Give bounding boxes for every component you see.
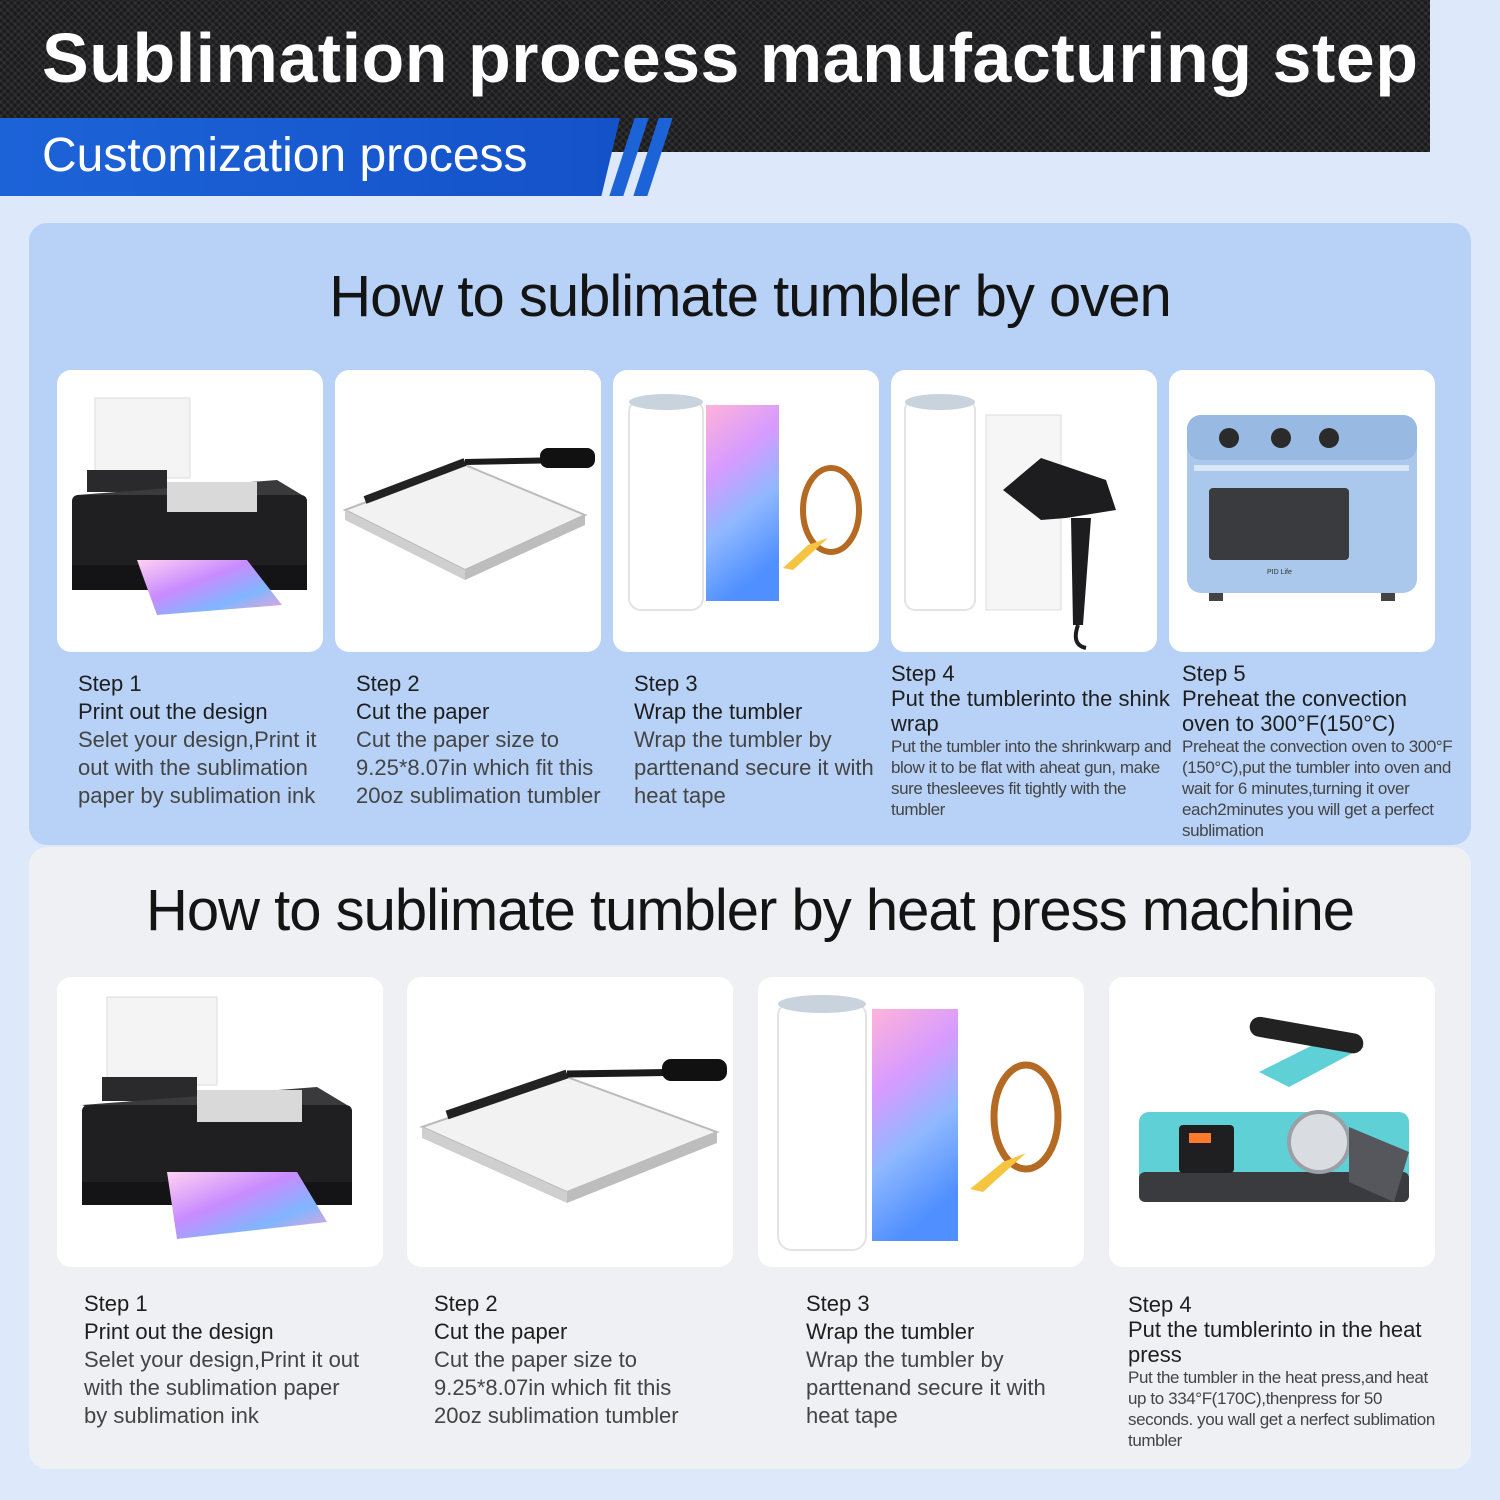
step-image-tumbler-wrap	[613, 370, 879, 652]
oven-step-2: Step 2 Cut the paper Cut the paper size …	[356, 670, 606, 810]
oven-section-title: How to sublimate tumbler by oven	[329, 264, 1172, 329]
oven-step-1: Step 1 Print out the design Selet your d…	[78, 670, 328, 810]
step-description: Cut the paper size to 9.25*8.07in which …	[434, 1347, 679, 1428]
step-image-oven: PID Life	[1169, 370, 1435, 652]
step-description: Selet your design,Print it out with the …	[78, 727, 317, 808]
oven-step-3: Step 3 Wrap the tumbler Wrap the tumbler…	[634, 670, 874, 810]
step-image-paper-cutter	[407, 977, 733, 1267]
step-description: Put the tumbler into the shrinkwarp and …	[891, 737, 1172, 819]
subtitle-ribbon	[0, 118, 620, 196]
step-description: Wrap the tumbler by parttenand secure it…	[634, 727, 874, 808]
step-heading: Wrap the tumbler	[634, 699, 803, 724]
paper-cutter-icon	[342, 448, 595, 580]
step-heading: Print out the design	[78, 699, 268, 724]
step-image-printer	[57, 977, 383, 1267]
printer-icon	[82, 996, 352, 1239]
printer-icon	[72, 397, 307, 615]
step-heading: Put the tumblerinto in the heat press	[1128, 1317, 1422, 1367]
press-step-4: Step 4 Put the tumblerinto in the heat p…	[1128, 1292, 1448, 1451]
step-description: Wrap the tumbler by parttenand secure it…	[806, 1347, 1046, 1428]
step-number: Step 1	[78, 671, 142, 696]
press-step-2: Step 2 Cut the paper Cut the paper size …	[434, 1290, 714, 1430]
step-heading: Wrap the tumbler	[806, 1319, 975, 1344]
step-image-tumbler-wrap	[758, 977, 1084, 1267]
step-image-heat-press	[1109, 977, 1435, 1267]
step-image-paper-cutter	[335, 370, 601, 652]
oven-step-4: Step 4 Put the tumblerinto the shink wra…	[891, 661, 1181, 820]
paper-cutter-icon	[419, 1059, 727, 1203]
step-heading: Cut the paper	[434, 1319, 568, 1344]
step-description: Preheat the convection oven to 300°F (15…	[1182, 737, 1453, 840]
step-heading: Preheat the convection oven to 300°F(150…	[1182, 686, 1408, 736]
step-number: Step 3	[806, 1291, 870, 1316]
step-number: Step 4	[891, 661, 955, 686]
oven-brand-label: PID Life	[1267, 569, 1292, 576]
step-description: Selet your design,Print it out with the …	[84, 1347, 360, 1428]
oven-icon: PID Life	[1187, 415, 1417, 601]
press-step-3: Step 3 Wrap the tumbler Wrap the tumbler…	[806, 1290, 1066, 1430]
step-heading: Print out the design	[84, 1319, 274, 1344]
step-number: Step 1	[84, 1291, 148, 1316]
page-subtitle: Customization process	[42, 129, 528, 182]
press-step-1: Step 1 Print out the design Selet your d…	[84, 1290, 364, 1430]
step-number: Step 5	[1182, 661, 1246, 686]
step-description: Cut the paper size to 9.25*8.07in which …	[356, 727, 601, 808]
step-heading: Cut the paper	[356, 699, 490, 724]
oven-section: How to sublimate tumbler by oven Step 1 …	[29, 223, 1471, 845]
step-number: Step 2	[434, 1291, 498, 1316]
step-image-printer	[57, 370, 323, 652]
step-number: Step 4	[1128, 1292, 1192, 1317]
heat-press-icon	[1139, 1016, 1409, 1202]
tumbler-wrap-icon	[777, 995, 1062, 1251]
oven-step-5: Step 5 Preheat the convection oven to 30…	[1182, 661, 1457, 841]
step-number: Step 2	[356, 671, 420, 696]
tumbler-wrap-icon	[628, 394, 862, 611]
step-image-heat-gun	[891, 370, 1157, 652]
page-title: Sublimation process manufacturing step	[42, 19, 1419, 97]
heat-press-section: How to sublimate tumbler by heat press m…	[29, 847, 1471, 1469]
step-heading: Put the tumblerinto the shink wrap	[891, 686, 1170, 736]
step-number: Step 3	[634, 671, 698, 696]
step-description: Put the tumbler in the heat press,and he…	[1128, 1368, 1435, 1450]
heat-gun-icon	[904, 394, 1116, 650]
heat-press-section-title: How to sublimate tumbler by heat press m…	[145, 878, 1355, 943]
